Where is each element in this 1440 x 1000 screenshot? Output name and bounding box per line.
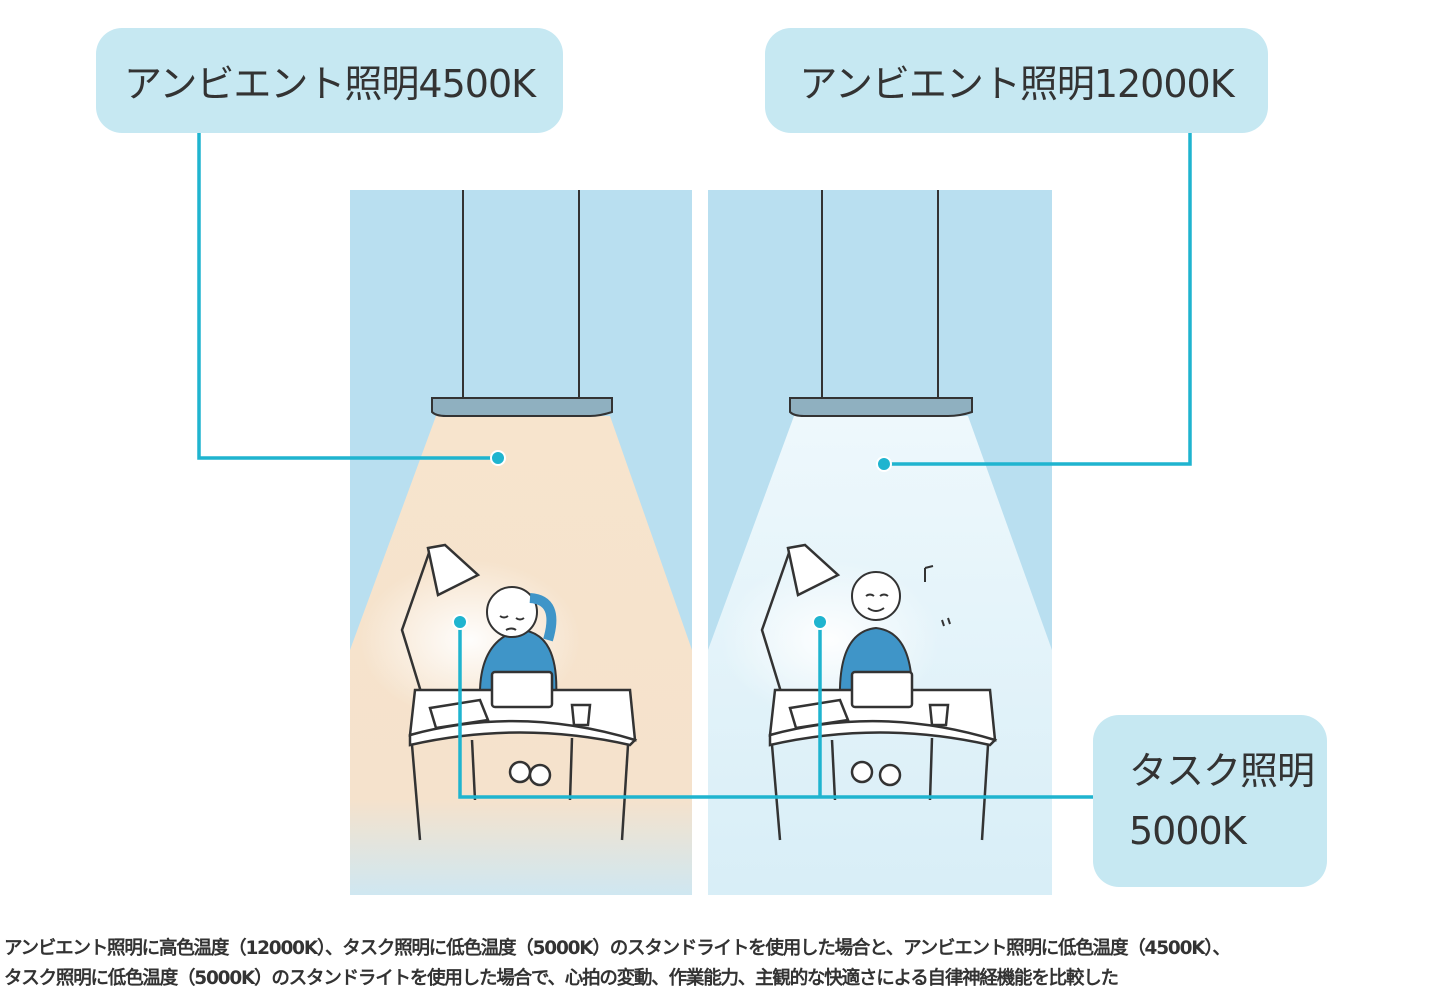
label-text: アンビエント照明12000K — [799, 62, 1234, 106]
callout-line-task-left — [458, 622, 1095, 799]
label-text: アンビエント照明4500K — [123, 62, 536, 106]
label-ambient-4500k: アンビエント照明4500K — [96, 28, 563, 133]
ceiling-lamp — [431, 397, 613, 417]
desk-lamp — [400, 543, 481, 706]
callout-dot — [812, 614, 828, 630]
scene-ambient-12000k — [708, 190, 1052, 895]
caption-line: タスク照明に低色温度（5000K）のスタンドライトを使用した場合で、心拍の変動、… — [4, 968, 1119, 989]
label-task-5000k: タスク照明 5000K — [1093, 715, 1327, 887]
scene-ambient-4500k — [350, 190, 692, 895]
callout-dot — [876, 456, 892, 472]
label-ambient-12000k: アンビエント照明12000K — [765, 28, 1268, 133]
desk — [768, 670, 998, 841]
label-text: タスク照明 — [1129, 749, 1315, 793]
label-text: 5000K — [1129, 809, 1247, 853]
callout-lines — [197, 133, 1192, 799]
callout-dot — [490, 450, 506, 466]
callout-line-ambient-4500k — [197, 133, 498, 460]
desk — [408, 670, 638, 841]
desk-lamp — [760, 543, 841, 706]
caption-line: アンビエント照明に高色温度（12000K）、タスク照明に低色温度（5000K）の… — [4, 938, 1231, 959]
figure-caption: アンビエント照明に高色温度（12000K）、タスク照明に低色温度（5000K）の… — [4, 934, 1231, 994]
callout-line-ambient-12000k — [884, 133, 1192, 466]
callout-dot — [452, 614, 468, 630]
ceiling-lamp — [789, 397, 973, 417]
